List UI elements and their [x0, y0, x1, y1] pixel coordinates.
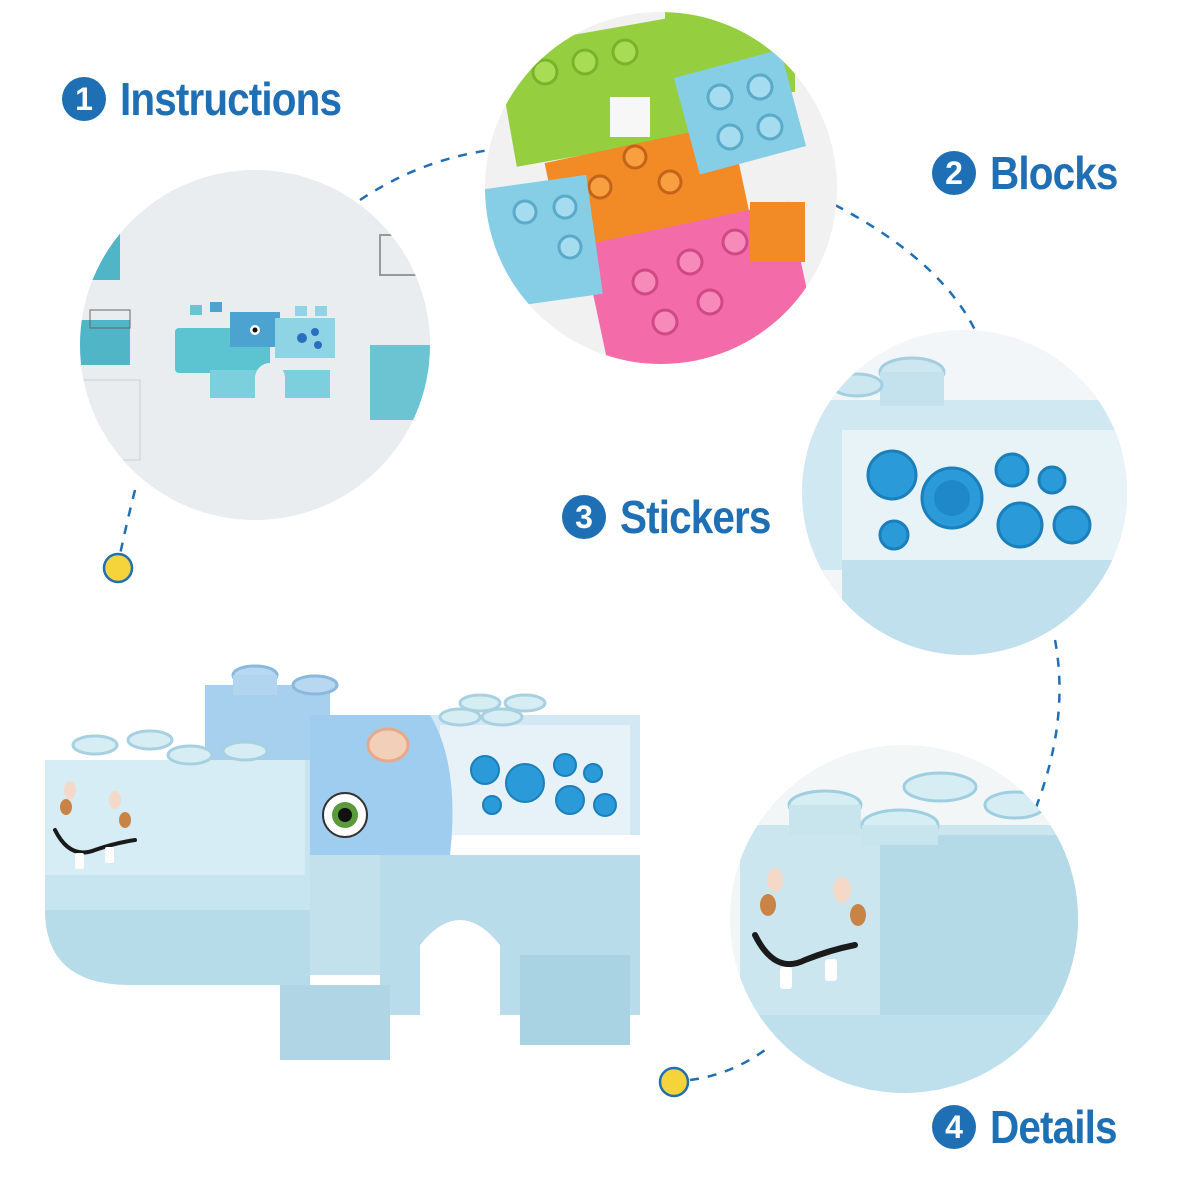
label-blocks: 2 Blocks — [932, 146, 1135, 200]
label-text: Blocks — [990, 147, 1118, 199]
label-instructions: 1 Instructions — [62, 72, 371, 126]
number-badge: 4 — [932, 1105, 976, 1149]
marker-dot — [658, 1066, 690, 1098]
sticker-block-icon — [802, 330, 1127, 655]
building-blocks-icon — [485, 12, 837, 364]
label-text: Instructions — [120, 73, 342, 125]
label-text: Details — [990, 1101, 1117, 1153]
label-text: Stickers — [620, 491, 771, 543]
face-block-icon — [730, 745, 1078, 1093]
hippo-model-icon — [40, 655, 640, 1085]
instructions-sheet-icon — [80, 170, 430, 520]
marker-dot — [102, 552, 134, 584]
number-badge: 1 — [62, 77, 106, 121]
number-badge: 3 — [562, 495, 606, 539]
number-badge: 2 — [932, 151, 976, 195]
label-stickers: 3 Stickers — [562, 490, 791, 544]
label-details: 4 Details — [932, 1100, 1134, 1154]
